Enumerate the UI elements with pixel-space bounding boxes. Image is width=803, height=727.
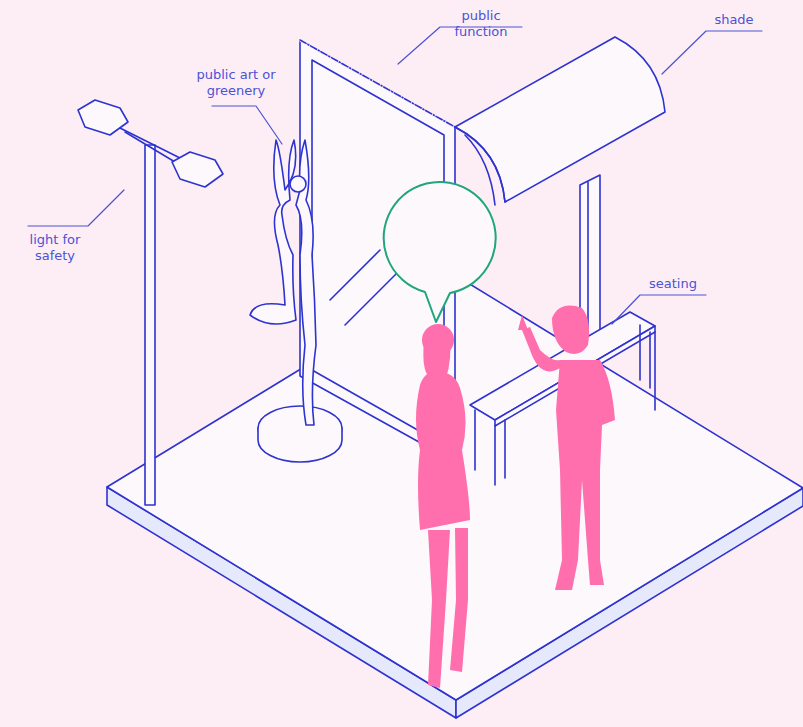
statue-figure [250, 140, 316, 425]
dashed-edge [300, 40, 455, 127]
callout-label: public art or greenery [196, 67, 276, 99]
dash-mask [300, 40, 455, 127]
bench-leg [654, 332, 656, 410]
callout-label: public function [440, 8, 522, 40]
callout-label: light for safety [20, 232, 90, 264]
callout-label: seating [640, 276, 706, 292]
speech-bubble [384, 182, 496, 322]
statue-head [290, 176, 306, 192]
awning [455, 37, 665, 202]
lamp-head [172, 152, 223, 187]
bench-leg [474, 410, 476, 470]
bench-leg [639, 325, 641, 380]
glass-glint [330, 250, 380, 300]
bench-leg [649, 332, 651, 388]
lamp-arm [125, 132, 175, 162]
callout-label: shade [706, 12, 762, 28]
lamp-pole [145, 145, 155, 505]
bench-leg [494, 426, 496, 485]
bench-leg [504, 420, 506, 478]
leader-lines [28, 27, 762, 324]
woman-figure [416, 324, 470, 688]
statue-base [258, 428, 342, 462]
man-figure [518, 306, 615, 590]
lamp-head [78, 100, 128, 135]
lamp-arm [120, 128, 180, 158]
